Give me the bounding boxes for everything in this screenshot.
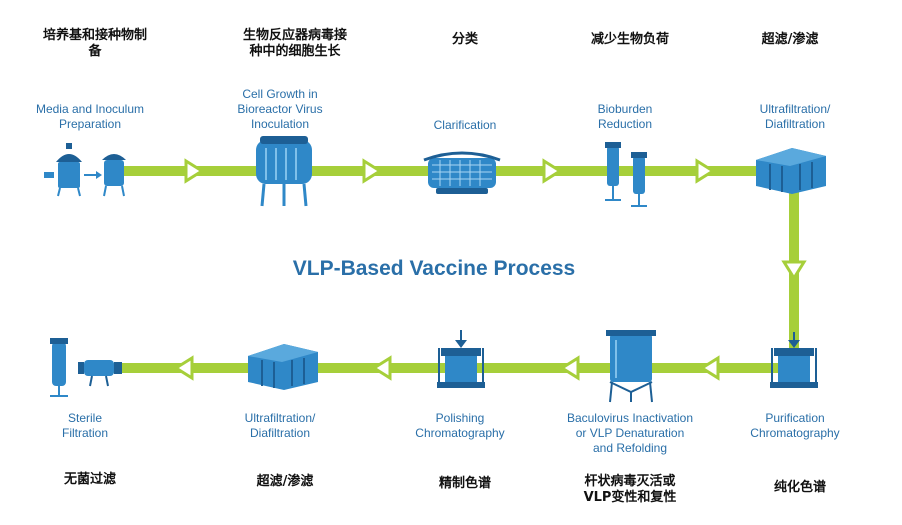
step4-en-label: Bioburden Reduction [597,102,653,131]
clarification-filter-icon [423,151,501,194]
step2-zh-label: 生物反应器病毒接 种中的细胞生长 [242,28,347,59]
arrow-right-2 [362,158,383,184]
step2-en-label: Cell Growth in Bioreactor Virus Inoculat… [237,87,323,131]
step5-en-label: Ultrafiltration/ Diafiltration [759,102,831,131]
step10-en-label: Sterile Filtration [61,411,108,440]
arrow-right-4 [695,158,716,184]
arrow-right-1 [184,158,205,184]
step3-zh-label: 分类 [451,32,478,47]
step3-en-label: Clarification [433,118,497,132]
arrow-down-1 [781,260,807,281]
arrow-left-2 [559,355,580,381]
media-preparation-icon [44,143,126,197]
flow-arrows [173,158,807,381]
step6-en-label: Purification Chromatography [750,411,840,440]
arrow-left-3 [371,355,392,381]
inactivation-tank-icon [606,330,656,403]
arrow-left-1 [699,355,720,381]
arrow-right-3 [542,158,563,184]
arrow-left-4 [173,355,194,381]
step8-en-label: Polishing Chromatography [415,411,505,440]
step9-zh-label: 超滤/渗滤 [256,474,314,489]
polishing-chromatography-icon [437,330,485,388]
step7-zh-label: 杆状病毒灭活或 VLP变性和复性 [583,474,677,505]
step4-zh-label: 减少生物负荷 [590,32,669,47]
bioreactor-icon [256,136,312,207]
flow-pipes [110,166,800,373]
step8-zh-label: 精制色谱 [438,476,491,491]
step1-en-label: Media and Inoculum Preparation [35,102,145,131]
step10-zh-label: 无菌过滤 [63,472,116,487]
ultrafiltration-cassette-icon-bottom [248,344,318,390]
step1-zh-label: 培养基和接种物制 备 [42,28,147,59]
step7-en-label: Baculovirus Inactivation or VLP Denatura… [566,411,694,455]
sterile-filtration-icon [50,338,122,397]
step5-zh-label: 超滤/渗滤 [761,32,819,47]
purification-chromatography-icon [770,332,818,388]
ultrafiltration-cassette-icon-top [756,148,826,194]
bioburden-filter-icon [605,142,647,207]
step6-zh-label: 纯化色谱 [773,480,826,495]
step9-en-label: Ultrafiltration/ Diafiltration [244,411,316,440]
diagram-title: VLP-Based Vaccine Process [292,257,576,280]
